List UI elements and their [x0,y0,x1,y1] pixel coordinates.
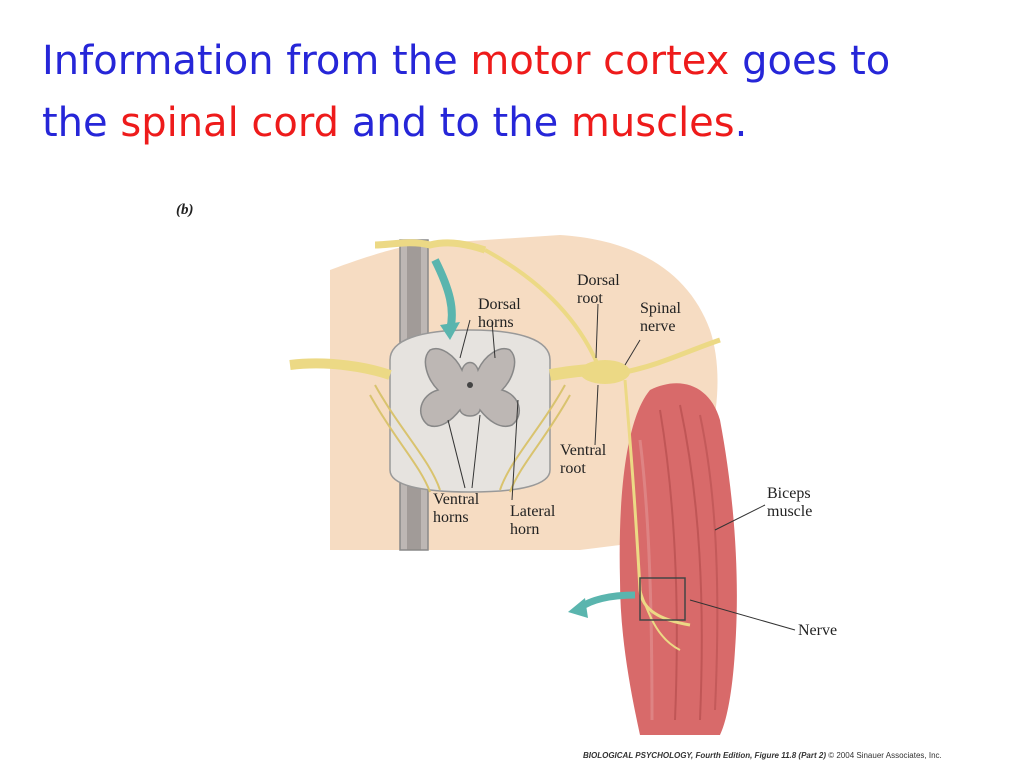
source-credit: BIOLOGICAL PSYCHOLOGY, Fourth Edition, F… [583,751,942,760]
copyright-notice: © 2004 Sinauer Associates, Inc. [828,751,942,760]
figure-panel-label: (b) [176,202,194,218]
title-highlight-muscles: muscles [570,100,735,146]
title-text-2: goes to the [42,38,891,146]
title-highlight-spinal-cord: spinal cord [120,100,339,146]
label-nerve: Nerve [798,622,838,639]
title-text-3: and to the [339,100,571,146]
title-text-4: . [734,100,748,146]
slide-title: Information from the motor cortex goes t… [42,30,942,154]
anatomy-illustration [289,235,796,735]
source-citation: BIOLOGICAL PSYCHOLOGY, Fourth Edition, F… [583,751,826,760]
biceps-muscle-shape [619,383,737,735]
title-text-1: Information from the [42,38,471,84]
title-highlight-motor-cortex: motor cortex [470,38,730,84]
